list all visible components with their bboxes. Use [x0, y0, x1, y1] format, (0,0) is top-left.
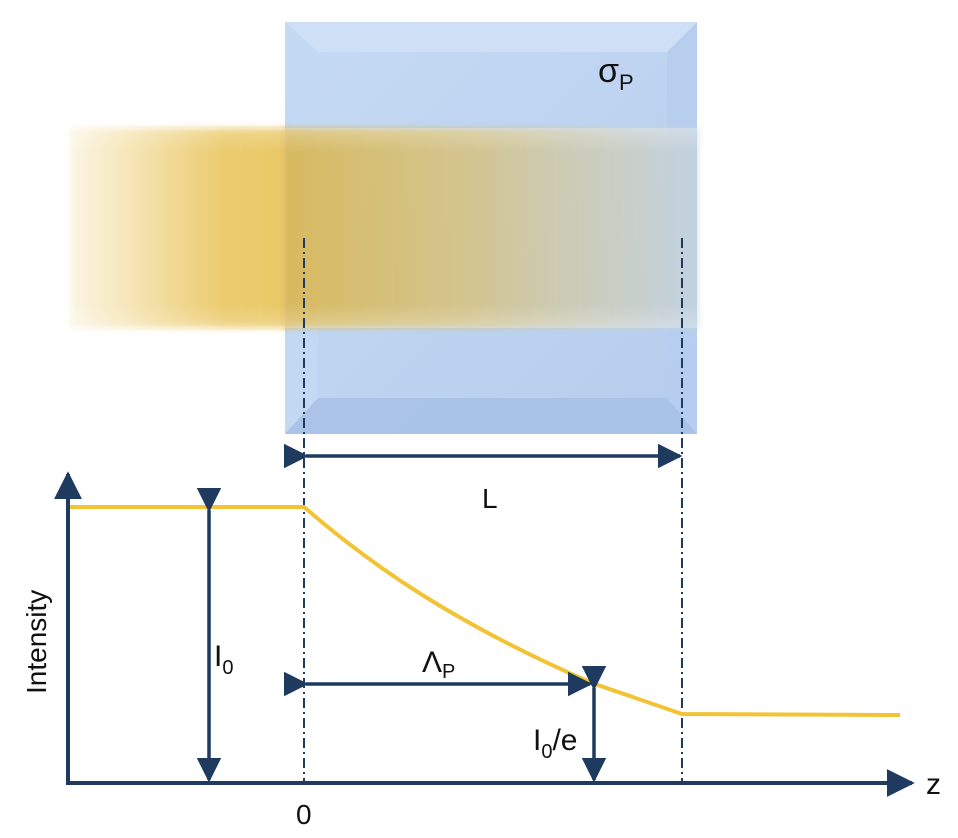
x-axis-label: z	[926, 768, 941, 801]
length-label: L	[482, 483, 498, 514]
origin-label: 0	[296, 799, 312, 830]
sigma-label: σP	[598, 52, 634, 95]
slab-bevel-bottom	[285, 398, 697, 434]
plot-axes	[54, 471, 915, 797]
slab-bevel-top	[285, 22, 697, 52]
lambda-label: ΛP	[422, 646, 455, 683]
beam-shading	[70, 128, 698, 328]
y-axis-label: Intensity	[21, 590, 52, 694]
i0e-label: I0/e	[533, 724, 578, 763]
i0-label: I0	[214, 640, 233, 679]
light-beam	[70, 128, 698, 328]
